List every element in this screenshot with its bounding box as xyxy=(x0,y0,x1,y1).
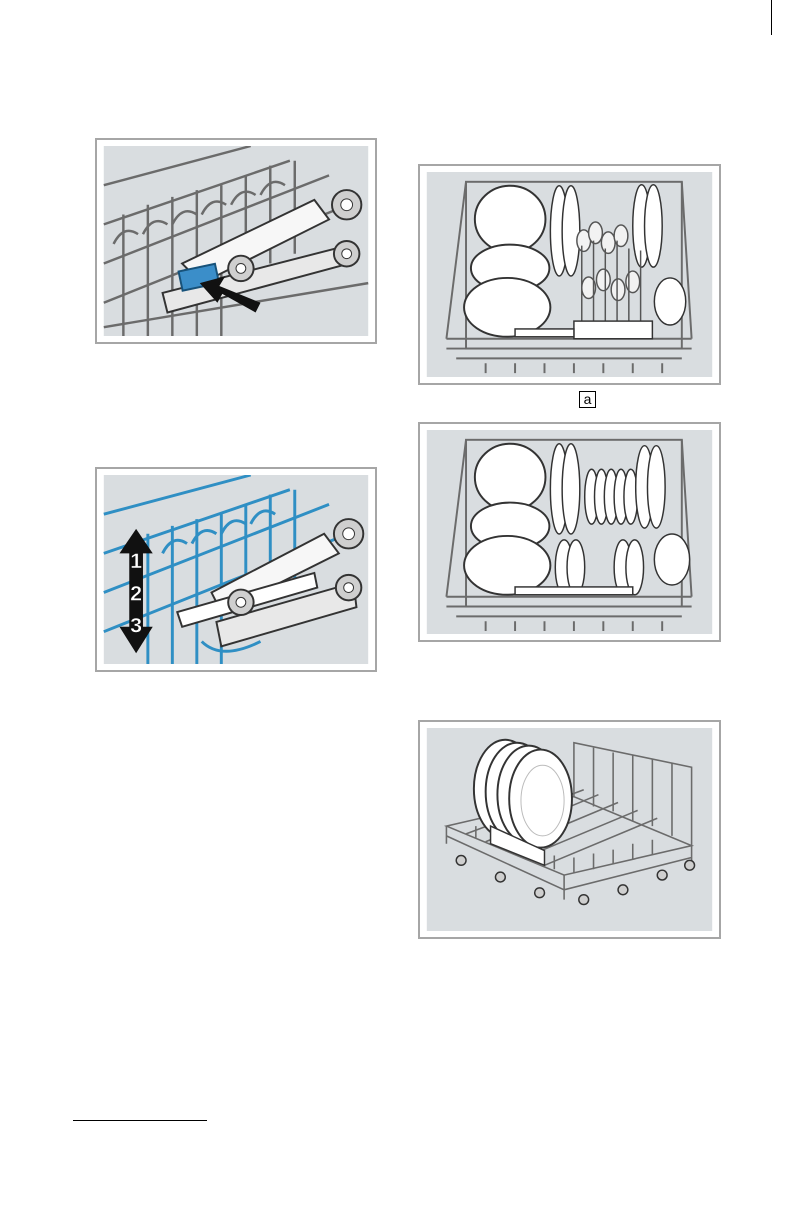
rack-height-positions-figure: 1 2 3 xyxy=(95,467,377,672)
footnote-separator xyxy=(73,1120,207,1121)
crop-mark xyxy=(771,0,772,35)
position-label-2: 2 xyxy=(130,581,142,605)
position-label-3: 3 xyxy=(130,614,142,638)
rack-height-release-lever-figure xyxy=(95,138,377,344)
upper-rack-cutlery-illustration xyxy=(426,172,713,377)
rack-height-illustration: 1 2 3 xyxy=(103,475,369,664)
upper-rack-loaded-cutlery-figure xyxy=(418,164,721,385)
position-label-1: 1 xyxy=(130,549,142,573)
upper-rack-plates-illustration xyxy=(426,430,713,634)
lower-rack-large-plates-figure xyxy=(418,720,721,939)
lower-rack-illustration xyxy=(426,728,713,931)
rack-release-illustration xyxy=(103,146,369,336)
figure-label-a: a xyxy=(579,391,596,408)
upper-rack-loaded-plates-figure xyxy=(418,422,721,642)
